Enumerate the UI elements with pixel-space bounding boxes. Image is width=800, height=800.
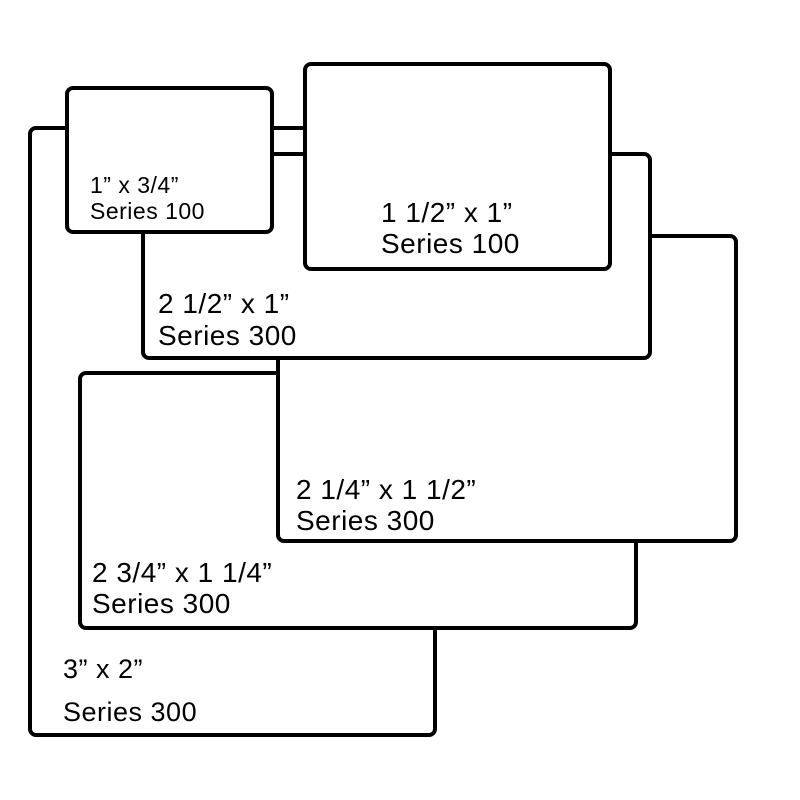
label-1x3-4-outline bbox=[65, 86, 274, 234]
label-2-1-2x1-series: Series 300 bbox=[158, 320, 297, 351]
label-1-1-2x1-outline bbox=[303, 62, 612, 271]
label-2-3-4x1-1-4-series: Series 300 bbox=[92, 588, 231, 619]
label-1x3-4-series: Series 100 bbox=[90, 198, 205, 224]
label-1-1-2x1-series-100: 1 1/2” x 1” Series 100 bbox=[303, 62, 612, 271]
label-2-1-4x1-1-2-series: Series 300 bbox=[296, 505, 435, 536]
label-2-3-4x1-1-4-size: 2 3/4” x 1 1/4” bbox=[92, 557, 272, 588]
label-1-1-2x1-series: Series 100 bbox=[381, 228, 520, 259]
label-1-1-2x1-size: 1 1/2” x 1” bbox=[381, 197, 513, 228]
label-2-1-2x1-size: 2 1/2” x 1” bbox=[158, 288, 290, 319]
label-2-1-4x1-1-2-size: 2 1/4” x 1 1/2” bbox=[296, 474, 476, 505]
label-1x3-4-size: 1” x 3/4” bbox=[90, 172, 179, 198]
label-3x2-size: 3” x 2” bbox=[63, 654, 143, 684]
label-3x2-series: Series 300 bbox=[63, 697, 197, 727]
label-1x3-4-series-100: 1” x 3/4” Series 100 bbox=[65, 86, 274, 234]
